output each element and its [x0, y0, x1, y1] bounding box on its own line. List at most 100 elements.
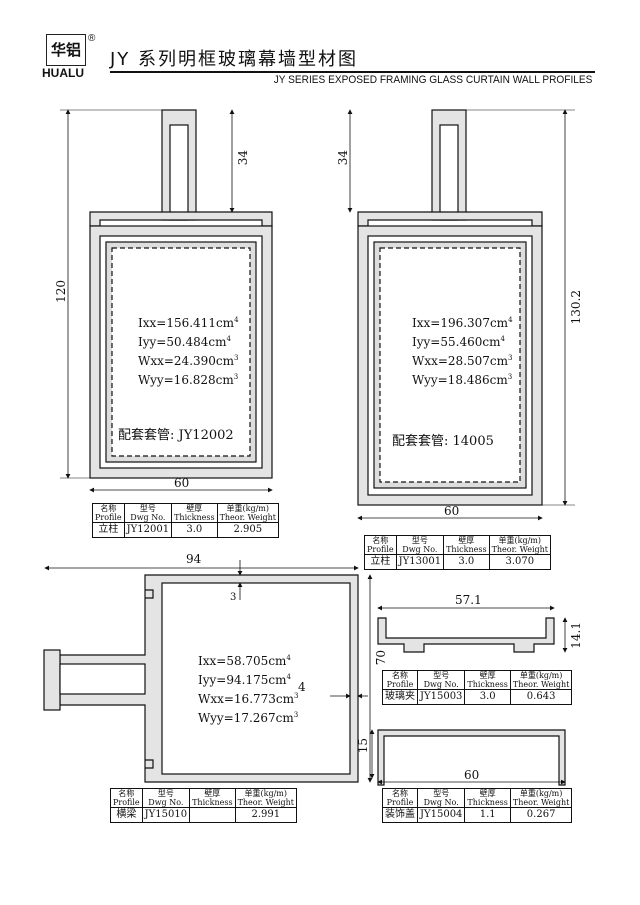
table-cell: 2.991 — [234, 807, 297, 823]
property-value: Wxx=28.507cm3 — [412, 350, 513, 369]
property-value: Iyy=55.460cm — [412, 335, 501, 349]
dim-stem-2: 34 — [336, 150, 350, 166]
property-value: 4 — [234, 316, 239, 324]
table-cell: 壁厚 — [186, 504, 203, 513]
property-value: 3 — [294, 692, 299, 700]
property-value: 3 — [234, 354, 239, 362]
table-cell: 型号 — [157, 789, 174, 798]
table-cell: Profile — [113, 798, 140, 807]
property-value: Iyy=50.484cm4 — [138, 331, 239, 350]
property-value: Wxx=24.390cm — [138, 354, 235, 368]
table-cell: Dwg No. — [423, 798, 459, 807]
dim-top-wall: 3 — [230, 592, 237, 603]
table-cell: 壁厚 — [204, 789, 221, 798]
profile-jy15010-drawing — [43, 560, 373, 783]
property-value: Ixx=58.705cm4 — [198, 650, 298, 669]
property-value: 4 — [286, 673, 291, 681]
property-value: Wyy=16.828cm — [138, 373, 234, 387]
property-value: 3 — [507, 373, 513, 381]
table-cell: JY15010 — [141, 807, 191, 823]
table-cell: Dwg No. — [402, 545, 438, 554]
logo-text: HUALU — [42, 66, 84, 80]
table-cell: 名称 — [372, 536, 389, 545]
dim-width-4: 57.1 — [455, 593, 482, 607]
table-cell: 0.643 — [509, 689, 573, 705]
property-value: 3 — [508, 354, 513, 362]
property-value: 4 — [286, 654, 291, 662]
profile-jy15004-drawing — [369, 729, 566, 786]
property-value: 4 — [508, 316, 513, 324]
matching-sleeve-1: 配套套管: JY12002 — [118, 428, 234, 443]
property-value: Wyy=16.828cm3 — [138, 369, 239, 388]
dim-width-1: 60 — [174, 476, 190, 490]
property-value: Wxx=28.507cm — [412, 354, 509, 368]
table-cell: Thickness — [174, 513, 215, 522]
table-cell: 3.0 — [171, 522, 218, 538]
table-cell: 单重(kg/m)Theor. Weight — [509, 670, 573, 690]
table-cell: Thickness — [446, 545, 487, 554]
dim-width-3: 94 — [186, 552, 202, 566]
table-cell: Dwg No. — [423, 680, 459, 689]
table-cell: 名称 — [100, 504, 117, 513]
dim-height-2: 130.2 — [569, 290, 583, 325]
table-cell: 单重(kg/m) — [244, 789, 288, 798]
table-cell: 型号 — [139, 504, 156, 513]
property-value: Ixx=196.307cm4 — [412, 312, 513, 331]
property-value: 3 — [293, 711, 299, 719]
registered-mark: ® — [88, 33, 96, 44]
profile-jy13001-drawing — [347, 109, 575, 521]
table-cell: 3.070 — [488, 554, 551, 570]
property-value: Ixx=196.307cm — [412, 316, 509, 330]
table-cell: 装饰盖 — [382, 807, 418, 823]
hualu-logo: 华铝 — [46, 34, 86, 66]
title-rule — [110, 71, 595, 73]
property-value: Iyy=94.175cm — [198, 673, 287, 687]
table-cell: Theor. Weight — [491, 545, 548, 554]
page-title: JY 系列明框玻璃幕墙型材图 — [110, 49, 359, 70]
property-value: 4 — [226, 335, 231, 343]
table-cell: 单重(kg/m) — [519, 789, 563, 798]
table-cell: Profile — [386, 680, 414, 689]
table-cell: 单重(kg/m)Theor. Weight — [216, 503, 279, 523]
property-value: Wyy=18.486cm — [412, 373, 508, 387]
table-cell: 1.1 — [464, 807, 511, 823]
table-cell: 3.0 — [464, 689, 511, 705]
table-cell: 横梁 — [110, 807, 143, 823]
property-value: 4 — [500, 335, 505, 343]
dim-width-2: 60 — [444, 504, 460, 518]
table-cell: JY12001 — [123, 522, 173, 538]
table-cell: 型号 — [433, 671, 450, 680]
table-cell: 壁厚 — [479, 671, 496, 680]
table-cell: 2.905 — [216, 522, 279, 538]
table-cell: Thickness — [467, 798, 508, 807]
table-cell: Thickness — [192, 798, 233, 807]
table-cell: 立柱 — [364, 554, 397, 570]
profile-jy15003-drawing — [377, 605, 568, 653]
table-cell: Thickness — [467, 680, 508, 689]
table-cell: 单重(kg/m) — [226, 504, 270, 513]
property-value: Iyy=50.484cm — [138, 335, 227, 349]
table-cell: 名称 — [118, 789, 135, 798]
profile-jy12001-drawing — [60, 109, 273, 493]
property-value: 3 — [233, 373, 239, 381]
table-cell: Dwg No. — [130, 513, 166, 522]
table-cell: 型号 — [411, 536, 428, 545]
page-subtitle: JY SERIES EXPOSED FRAMING GLASS CURTAIN … — [273, 74, 592, 86]
table-cell: 单重(kg/m) — [519, 671, 563, 680]
property-value: Wyy=17.267cm3 — [198, 707, 298, 726]
table-cell: 单重(kg/m)Theor. Weight — [488, 535, 551, 555]
